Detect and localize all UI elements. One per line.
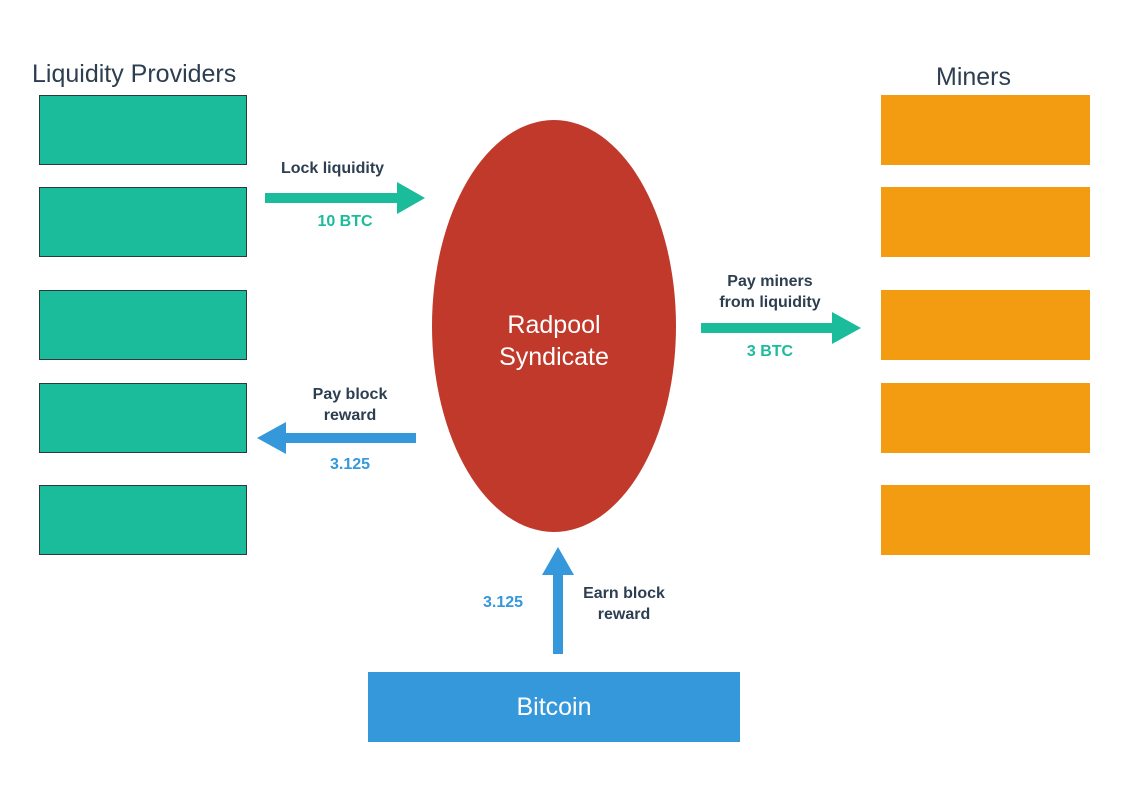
- pay-miners-line-2: from liquidity: [719, 294, 821, 311]
- earn-block-reward-label: Earn block reward: [574, 583, 674, 625]
- lock-liquidity-amount: 10 BTC: [317, 213, 373, 230]
- pay-miners-amount: 3 BTC: [746, 343, 794, 360]
- liquidity-provider-box: [39, 485, 247, 555]
- lock-liquidity-arrow: [265, 182, 425, 214]
- pay-block-reward-arrow: [257, 422, 416, 454]
- syndicate-line-1: Radpool: [507, 311, 601, 339]
- syndicate-line-2: Syndicate: [499, 343, 609, 371]
- earn-block-reward-amount: 3.125: [482, 594, 524, 611]
- pay-miners-line-1: Pay miners: [727, 273, 813, 290]
- earn-block-reward-arrow: [542, 547, 574, 654]
- miner-box: [881, 95, 1090, 165]
- radpool-syndicate-label: Radpool Syndicate: [454, 309, 654, 373]
- pay-block-reward-line-2: reward: [323, 407, 377, 424]
- radpool-syndicate-node: [432, 120, 676, 532]
- bitcoin-label: Bitcoin: [516, 692, 592, 721]
- liquidity-providers-title: Liquidity Providers: [32, 60, 237, 88]
- miner-box: [881, 383, 1090, 453]
- pay-block-reward-line-1: Pay block: [312, 386, 388, 403]
- miner-box: [881, 187, 1090, 257]
- earn-block-reward-line-1: Earn block: [583, 585, 665, 602]
- pay-miners-arrow: [701, 312, 861, 344]
- miners-title: Miners: [936, 63, 1012, 91]
- liquidity-provider-box: [39, 383, 247, 453]
- liquidity-provider-box: [39, 187, 247, 257]
- lock-liquidity-label: Lock liquidity: [280, 160, 385, 177]
- bitcoin-node: Bitcoin: [368, 672, 740, 742]
- miner-box: [881, 290, 1090, 360]
- miner-box: [881, 485, 1090, 555]
- pay-block-reward-label: Pay block reward: [270, 384, 430, 426]
- earn-block-reward-line-2: reward: [597, 606, 651, 623]
- pay-miners-label: Pay miners from liquidity: [690, 271, 850, 313]
- pay-block-reward-amount: 3.125: [329, 456, 371, 473]
- liquidity-provider-box: [39, 290, 247, 360]
- liquidity-provider-box: [39, 95, 247, 165]
